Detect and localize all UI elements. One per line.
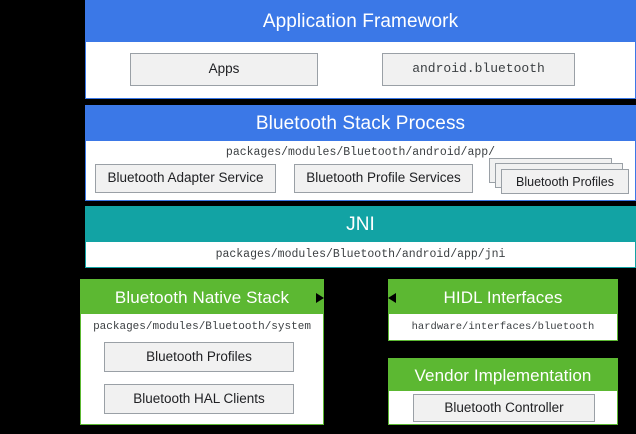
path-label-hidl-interfaces: hardware/interfaces/bluetooth [411,320,595,333]
path-label-bluetooth-native-stack: packages/modules/Bluetooth/system [93,321,311,333]
layer-jni: JNI packages/modules/Bluetooth/android/a… [85,206,636,268]
box-bluetooth-profile-services[interactable]: Bluetooth Profile Services [294,164,473,193]
box-native-bluetooth-profiles[interactable]: Bluetooth Profiles [104,342,294,372]
layer-header-bluetooth-stack-process: Bluetooth Stack Process [86,106,635,141]
layer-application-framework: Application Framework Apps android.bluet… [85,0,636,99]
layer-bluetooth-stack-process: Bluetooth Stack Process packages/modules… [85,105,636,201]
layer-body-bluetooth-native-stack: packages/modules/Bluetooth/system Blueto… [81,314,323,424]
layer-bluetooth-native-stack: Bluetooth Native Stack packages/modules/… [80,279,324,425]
layer-header-vendor-implementation: Vendor Implementation [389,359,617,391]
box-bluetooth-hal-clients[interactable]: Bluetooth HAL Clients [104,384,294,414]
box-apps[interactable]: Apps [130,53,318,86]
layer-header-hidl-interfaces: HIDL Interfaces [389,280,617,314]
path-label-jni: packages/modules/Bluetooth/android/app/j… [215,247,506,261]
layer-body-vendor-implementation: Bluetooth Controller [389,391,617,424]
box-bluetooth-profiles-stack[interactable]: Bluetooth Profiles [489,158,629,194]
layer-header-application-framework: Application Framework [86,1,635,42]
box-bluetooth-controller[interactable]: Bluetooth Controller [413,394,595,422]
layer-body-jni: packages/modules/Bluetooth/android/app/j… [86,242,635,267]
layer-vendor-implementation: Vendor Implementation Bluetooth Controll… [388,358,618,425]
box-bluetooth-profiles[interactable]: Bluetooth Profiles [501,169,629,194]
layer-body-bluetooth-stack-process: packages/modules/Bluetooth/android/app/ … [86,141,635,200]
box-bluetooth-adapter-service[interactable]: Bluetooth Adapter Service [95,164,276,193]
layer-hidl-interfaces: HIDL Interfaces hardware/interfaces/blue… [388,279,618,341]
path-label-bluetooth-stack-process: packages/modules/Bluetooth/android/app/ [225,146,496,159]
layer-body-hidl-interfaces: hardware/interfaces/bluetooth [389,314,617,340]
layer-body-application-framework: Apps android.bluetooth [86,42,635,98]
box-android-bluetooth[interactable]: android.bluetooth [382,53,575,86]
connector-native-stack-to-hidl [316,293,396,303]
layer-header-jni: JNI [86,207,635,242]
layer-header-bluetooth-native-stack: Bluetooth Native Stack [81,280,323,314]
